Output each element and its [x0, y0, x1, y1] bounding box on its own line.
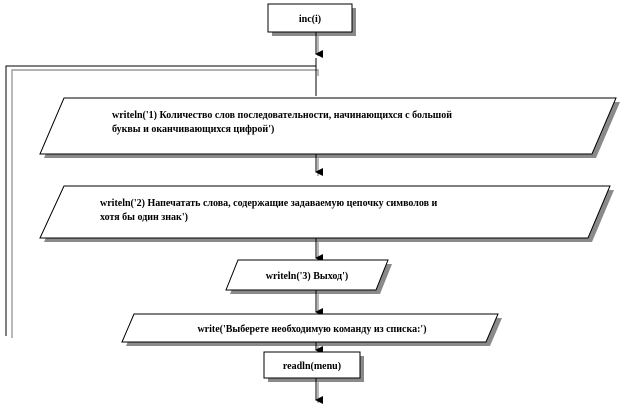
io-write-prompt-label: write('Выберете необходимую команду из с… [197, 324, 426, 335]
io-writeln-3: writeln('3) Выход') [225, 259, 392, 294]
io-writeln-2-line1: writeln('2) Напечатать слова, содержащие… [100, 198, 438, 209]
edge-readln-out [315, 378, 323, 404]
process-readln-menu: readln(menu) [263, 351, 364, 382]
edge-writeln-3-to-write [315, 290, 323, 316]
process-readln-menu-label: readln(menu) [283, 361, 341, 372]
edge-writeln-2-to-3 [315, 238, 323, 262]
io-writeln-1-line1: writeln('1) Количество слов последовател… [112, 110, 452, 121]
io-writeln-3-label: writeln('3) Выход') [266, 271, 348, 282]
io-writeln-2: writeln('2) Напечатать слова, содержащие… [39, 185, 614, 242]
process-inc-i-label: inc(i) [299, 14, 321, 25]
edge-loop-back [5, 58, 319, 338]
io-write-prompt: write('Выберете необходимую команду из с… [121, 313, 502, 346]
edge-writeln-1-to-2 [315, 154, 323, 176]
io-writeln-1: writeln('1) Количество слов последовател… [39, 97, 620, 158]
edge-inc-to-loop [315, 32, 323, 58]
io-writeln-1-line2: буквы и оканчивающихся цифрой') [112, 124, 274, 135]
process-inc-i: inc(i) [267, 3, 356, 36]
io-writeln-2-line2: хотя бы один знак') [100, 212, 188, 223]
